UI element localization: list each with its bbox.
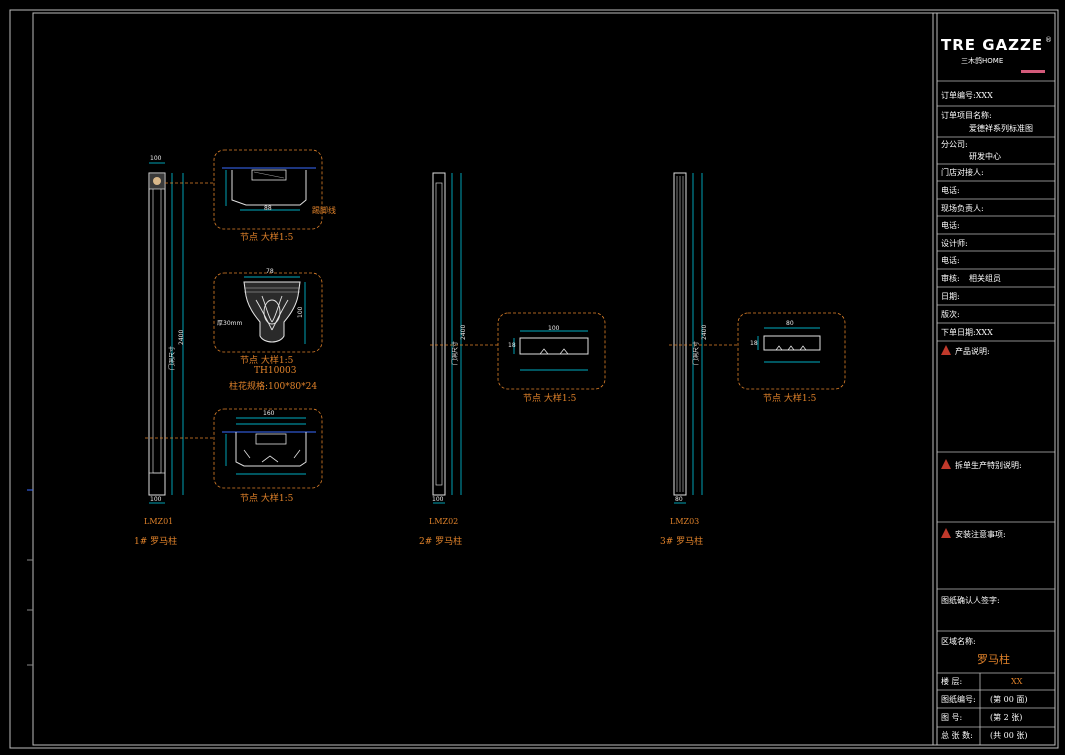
- dim-height-1: 2400: [178, 329, 185, 345]
- skirting-note: 踢脚线: [312, 206, 336, 215]
- project-name-value: 爱德祥系列标准图: [969, 124, 1033, 133]
- floor-value: XX: [1011, 677, 1023, 686]
- reviewer-label: 审核:: [941, 274, 960, 283]
- dim-detail1-width: 88: [264, 205, 272, 212]
- project-name-label: 订单项目名称:: [941, 111, 992, 120]
- dim-height-2: 2400: [460, 324, 467, 340]
- column-3-code: LMZ03: [670, 517, 700, 526]
- dim-detail3-width: 160: [263, 410, 275, 417]
- detail-box-1: [213, 149, 323, 230]
- phone-label-3: 电话:: [941, 256, 960, 265]
- version-label: 版次:: [941, 310, 960, 319]
- column-3-name: 3# 罗马柱: [660, 537, 704, 547]
- dim-width-1b: 100: [150, 496, 162, 503]
- warning-icon: [941, 528, 951, 538]
- column-1-name: 1# 罗马柱: [134, 537, 178, 547]
- detail-1-label: 节点 大样1:5: [240, 233, 294, 243]
- detail-box-3: [213, 408, 323, 489]
- branch-value: 研发中心: [969, 152, 1001, 161]
- detail-3-label: 节点 大样1:5: [240, 494, 294, 504]
- dim-detail4-width: 100: [548, 325, 560, 332]
- dim-width-2: 100: [432, 496, 444, 503]
- floor-label: 楼 层:: [941, 677, 963, 686]
- column-2-name: 2# 罗马柱: [419, 537, 463, 547]
- dim-detail5-depth: 18: [750, 340, 758, 347]
- registered-mark: ®: [1045, 36, 1052, 44]
- sheet-number-value: (第 00 面): [990, 695, 1028, 704]
- warning-icon: [941, 459, 951, 469]
- area-label: 区域名称:: [941, 637, 976, 646]
- area-value: 罗马柱: [977, 653, 1010, 666]
- phone-label-2: 电话:: [941, 221, 960, 230]
- dim-door-size-3: 门洞尺寸: [693, 340, 700, 365]
- dim-door-size-1: 门洞尺寸: [169, 345, 176, 370]
- install-note-label: 安装注意事项:: [955, 530, 1006, 539]
- detail-5-label: 节点 大样1:5: [763, 394, 817, 404]
- column-3-elevation: [669, 172, 738, 504]
- designer-label: 设计师:: [941, 239, 968, 248]
- title-block-grid: [937, 80, 1055, 745]
- warning-icon: [941, 345, 951, 355]
- site-manager-label: 现场负责人:: [941, 204, 984, 213]
- branch-label: 分公司:: [941, 140, 968, 149]
- inner-frame: [32, 12, 1056, 746]
- phone-label-1: 电话:: [941, 186, 960, 195]
- order-number: 订单编号:XXX: [941, 91, 993, 100]
- reviewer-value: 相关组员: [969, 274, 1001, 283]
- total-sheets-value: (共 00 张): [990, 731, 1028, 740]
- dim-carving-height: 100: [297, 306, 304, 318]
- dim-thickness: 厚30mm: [217, 320, 243, 327]
- dim-height-3: 2400: [701, 324, 708, 340]
- sheet-number-label: 图纸编号:: [941, 695, 976, 704]
- outer-frame: [9, 9, 1059, 749]
- total-sheets-label: 总 张 数:: [941, 731, 973, 740]
- dim-detail5-width: 80: [786, 320, 794, 327]
- drawing-number-label: 图 号:: [941, 713, 963, 722]
- dim-carving-width: 78: [266, 268, 274, 275]
- store-contact-label: 门店对接人:: [941, 168, 984, 177]
- detail-4-label: 节点 大样1:5: [523, 394, 577, 404]
- detail-2-label: 节点 大样1:5: [240, 356, 294, 366]
- dim-door-size-2: 门洞尺寸: [452, 340, 459, 365]
- date-label: 日期:: [941, 292, 960, 301]
- product-note-label: 产品说明:: [955, 347, 990, 356]
- column-1-code: LMZ01: [144, 517, 174, 526]
- confirm-sign-label: 图纸确认人签字:: [941, 596, 1000, 605]
- column-2-elevation: [430, 172, 498, 504]
- drawing-number-value: (第 2 张): [990, 713, 1023, 722]
- detail-box-5: [737, 312, 846, 390]
- carving-code: TH10003: [254, 366, 297, 376]
- brand-logo-subtitle: 三木鸽HOME: [961, 57, 1004, 65]
- split-note-label: 拆单生产特别说明:: [955, 461, 1022, 470]
- order-date: 下单日期:XXX: [941, 328, 993, 337]
- detail-box-2: [213, 272, 323, 353]
- detail-box-4: [497, 312, 606, 390]
- brand-logo: TRE GAZZE: [941, 36, 1044, 54]
- brand-accent-bar: [1021, 70, 1045, 73]
- column-1-elevation: [145, 162, 215, 504]
- carving-spec: 柱花规格:100*80*24: [229, 382, 318, 392]
- dim-detail4-depth: 18: [508, 342, 516, 349]
- column-2-code: LMZ02: [429, 517, 459, 526]
- dim-width-1: 100: [150, 155, 162, 162]
- dim-width-3: 80: [675, 496, 683, 503]
